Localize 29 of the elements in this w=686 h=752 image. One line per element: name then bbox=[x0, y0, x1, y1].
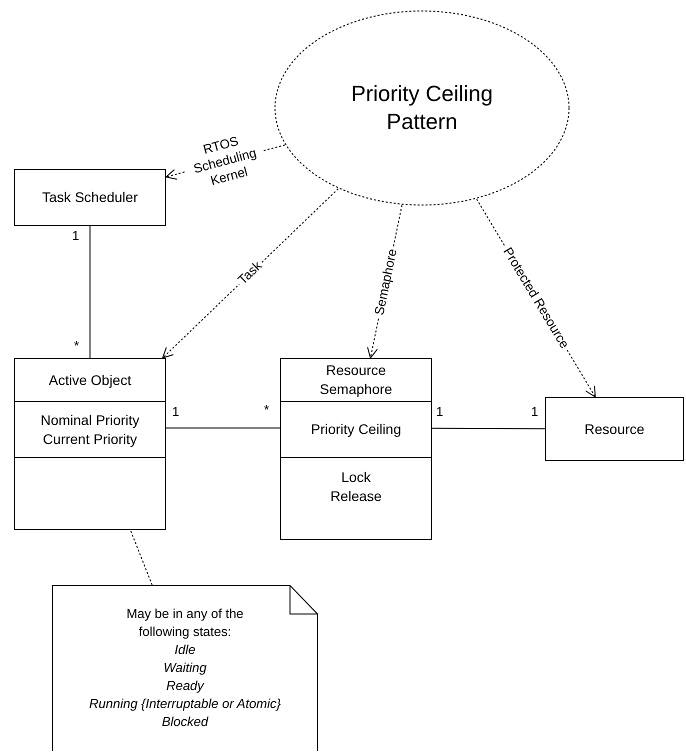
state-name: Running {Interruptable or Atomic} bbox=[89, 695, 281, 713]
class-name: Task Scheduler bbox=[41, 188, 139, 207]
association-line bbox=[432, 428, 546, 430]
state-name: Ready bbox=[166, 677, 204, 695]
use-case-ellipse bbox=[274, 10, 570, 206]
class-name: Resource bbox=[584, 420, 646, 438]
dashed-connector bbox=[130, 530, 153, 586]
state-name: Idle bbox=[174, 641, 196, 659]
pattern-name: Priority Ceiling Pattern bbox=[350, 80, 494, 136]
note-text: May be in any of the following states: bbox=[125, 605, 245, 641]
class-box bbox=[545, 397, 684, 461]
attribute-list: Nominal Priority Current Priority bbox=[30, 410, 150, 448]
note bbox=[52, 585, 318, 751]
multiplicity-label: * bbox=[74, 338, 80, 353]
multiplicity-label: 1 bbox=[436, 404, 444, 419]
multiplicity-label: 1 bbox=[531, 404, 538, 419]
class-name: Active Object bbox=[48, 370, 132, 390]
multiplicity-label: * bbox=[264, 402, 270, 417]
multiplicity-label: 1 bbox=[172, 404, 180, 419]
class-box bbox=[14, 358, 166, 530]
state-name: Waiting bbox=[163, 659, 207, 677]
class-box bbox=[280, 358, 432, 540]
operation-list: Lock Release bbox=[326, 468, 386, 506]
multiplicity-label: 1 bbox=[72, 228, 80, 243]
class-name: Resource Semaphore bbox=[318, 361, 394, 399]
dashed-connector bbox=[162, 188, 339, 358]
state-name: Blocked bbox=[162, 713, 208, 731]
class-box bbox=[14, 169, 166, 226]
attribute-list: Priority Ceiling bbox=[296, 420, 416, 439]
